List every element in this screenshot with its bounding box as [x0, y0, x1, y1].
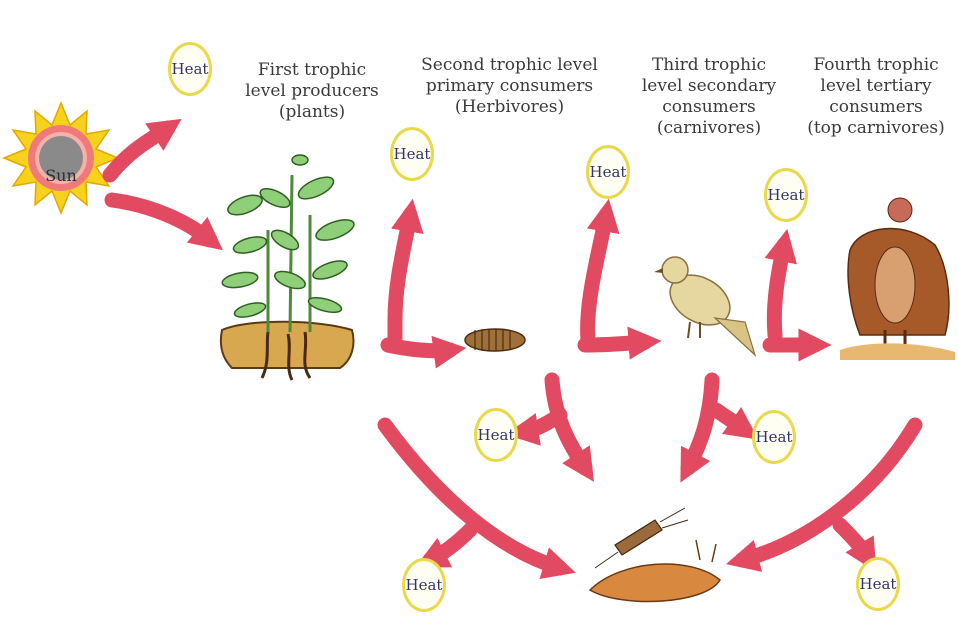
arrow-level4-to-heat — [774, 245, 784, 335]
sun-icon — [4, 103, 118, 213]
arrow-sun-to-plants — [112, 200, 210, 240]
arrow-level3-to-heat — [588, 215, 606, 340]
heat-bubble-bottom-left: Heat — [402, 558, 446, 612]
decomposer-icon — [590, 508, 720, 601]
plant-icon — [221, 155, 357, 380]
arrow-plants-to-caterpillar — [388, 345, 450, 351]
vulture-icon — [840, 198, 955, 360]
arrow-caterpillar-to-bird — [585, 342, 645, 345]
heat-label: Heat — [394, 145, 431, 163]
sun-label: Sun — [37, 166, 85, 185]
heat-bubble-bottom-right: Heat — [856, 557, 900, 611]
arrow-sun-to-heat — [110, 128, 168, 175]
arrow-branch-to-heat-mid-right — [716, 410, 745, 430]
heat-label: Heat — [756, 428, 793, 446]
heat-label: Heat — [406, 576, 443, 594]
heat-bubble-level3: Heat — [586, 145, 630, 199]
heat-label: Heat — [768, 186, 805, 204]
heat-label: Heat — [590, 163, 627, 181]
heat-label: Heat — [478, 426, 515, 444]
heat-bubble-level2: Heat — [390, 127, 434, 181]
arrow-branch-to-heat-left — [430, 530, 470, 560]
arrow-level2-to-heat — [395, 215, 410, 345]
heat-label: Heat — [172, 60, 209, 78]
heat-bubble-mid-right: Heat — [752, 410, 796, 464]
bird-icon — [654, 257, 755, 355]
arrow-plants-to-decomposer — [385, 425, 560, 568]
caterpillar-icon — [465, 329, 525, 351]
heat-bubble-sun: Heat — [168, 42, 212, 96]
arrow-branch-to-heat-mid-left — [522, 415, 560, 432]
arrow-branch-to-heat-right — [840, 525, 868, 558]
heat-bubble-level4: Heat — [764, 168, 808, 222]
heat-label: Heat — [860, 575, 897, 593]
heat-bubble-mid-left: Heat — [474, 408, 518, 462]
arrow-bird-to-decomposer — [688, 380, 712, 468]
